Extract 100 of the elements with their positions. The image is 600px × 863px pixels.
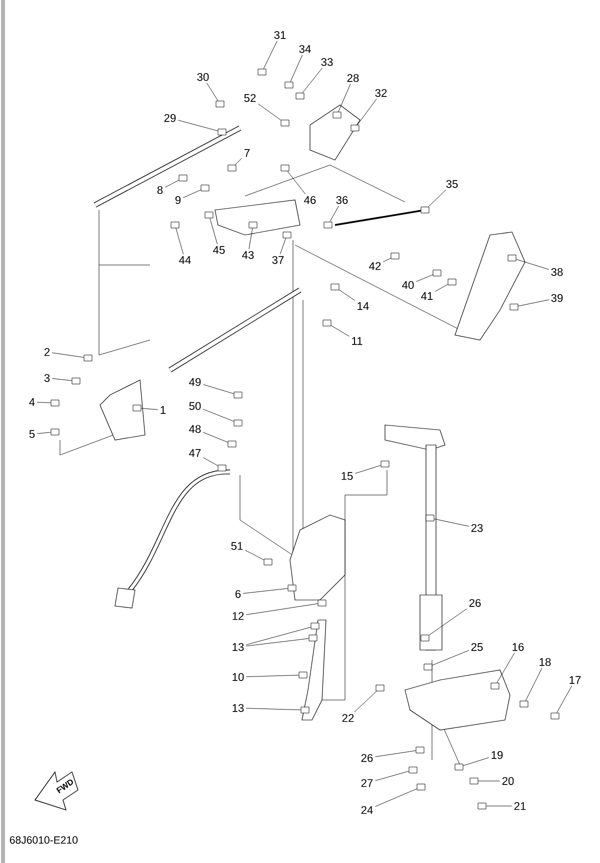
leader-line: [246, 626, 311, 646]
leader-line: [518, 299, 550, 306]
callout-number: 45: [213, 246, 225, 254]
part-outline: [132, 404, 142, 412]
part-outline: [470, 778, 478, 784]
part-outline: [84, 354, 92, 362]
callout-number: 43: [242, 251, 254, 259]
leader-line: [206, 82, 218, 101]
part-outline: [308, 634, 318, 642]
part-outline: [350, 124, 360, 132]
leader-line: [525, 668, 542, 701]
callout-number: 35: [446, 180, 458, 188]
part-outline: [426, 514, 434, 522]
part-outline: [50, 400, 60, 406]
leader-line: [434, 518, 470, 526]
callout-number: 47: [189, 449, 201, 457]
part-outline: [288, 584, 296, 592]
part-outline: [280, 120, 290, 126]
callout-number: 14: [358, 302, 369, 310]
leader-line: [141, 408, 158, 410]
leader-line: [244, 550, 264, 560]
leader-line: [263, 40, 278, 69]
callout-number: 24: [361, 806, 373, 814]
part-outline: [298, 672, 308, 678]
leader-line: [290, 54, 303, 82]
leader-line: [246, 674, 299, 677]
leader-line: [339, 290, 356, 301]
leader-line: [202, 457, 218, 466]
leader-line: [357, 98, 377, 125]
callout-number: 25: [471, 643, 483, 651]
leader-line: [434, 284, 448, 292]
callout-number: 52: [244, 94, 256, 102]
callout-number: 19: [492, 751, 503, 759]
part-outline: [380, 460, 390, 468]
leader-line: [210, 218, 218, 244]
callout-number: 39: [551, 294, 563, 302]
part-outline: [510, 304, 518, 310]
part-outline: [248, 222, 258, 228]
leader-line: [330, 206, 339, 222]
part-outline: [280, 164, 290, 172]
callout-number: 1: [160, 406, 166, 414]
leader-line: [382, 258, 391, 262]
callout-number: 41: [421, 292, 433, 300]
callout-number: 15: [342, 472, 353, 480]
part-outline: [324, 222, 332, 228]
callout-number: 20: [502, 777, 514, 785]
part-outline: [448, 278, 456, 286]
part-outline: [310, 622, 320, 630]
leader-line: [478, 780, 500, 782]
leader-line: [235, 158, 242, 165]
part-outline: [332, 112, 342, 118]
part-outline: [322, 320, 332, 326]
callout-number: 26: [361, 754, 373, 762]
part-outline: [454, 764, 464, 770]
part-outline: [318, 600, 326, 606]
callout-number: 6: [235, 590, 241, 598]
drawing-code: 68J6010-E210: [10, 836, 78, 844]
part-outline: [282, 232, 292, 238]
part-outline: [550, 712, 560, 720]
leader-line: [248, 228, 253, 250]
leader-line: [178, 120, 218, 132]
callout-number: 51: [231, 542, 243, 550]
leader-line: [202, 384, 234, 394]
leader-line: [496, 652, 515, 683]
part-outline: [490, 682, 500, 690]
leader-line: [36, 432, 51, 434]
callout-number: 22: [342, 714, 354, 722]
callout-number: 23: [471, 524, 483, 532]
callout-number: 42: [369, 262, 381, 270]
callout-number: 49: [189, 378, 201, 386]
leader-line: [52, 352, 84, 358]
leader-line: [429, 608, 468, 636]
leader-line: [354, 465, 381, 474]
part-outline: [420, 206, 430, 214]
leader-line: [246, 708, 301, 710]
callout-number: 28: [347, 74, 359, 82]
callout-number: 34: [299, 45, 311, 53]
part-outline: [234, 420, 242, 426]
callout-number: 9: [175, 196, 181, 204]
callout-number: 2: [44, 348, 50, 356]
leader-line: [354, 691, 377, 712]
leader-line: [374, 750, 416, 757]
leader-line: [246, 638, 309, 646]
leader-line: [202, 432, 228, 443]
part-outline: [416, 746, 424, 754]
callout-number: 5: [29, 430, 35, 438]
callout-number: 18: [540, 658, 551, 666]
leader-line: [516, 259, 550, 270]
leader-line: [302, 68, 323, 93]
part-outline: [50, 428, 60, 436]
part-outline: [228, 440, 236, 448]
part-outline: [258, 68, 266, 76]
callout-number: 12: [232, 612, 244, 620]
part-outline: [416, 784, 426, 790]
callout-number: 44: [179, 256, 191, 264]
callout-number: 32: [375, 89, 387, 97]
callout-number: 13: [232, 704, 244, 712]
callout-number: 13: [232, 643, 244, 651]
leader-line: [242, 588, 288, 594]
leader-line: [338, 84, 351, 112]
